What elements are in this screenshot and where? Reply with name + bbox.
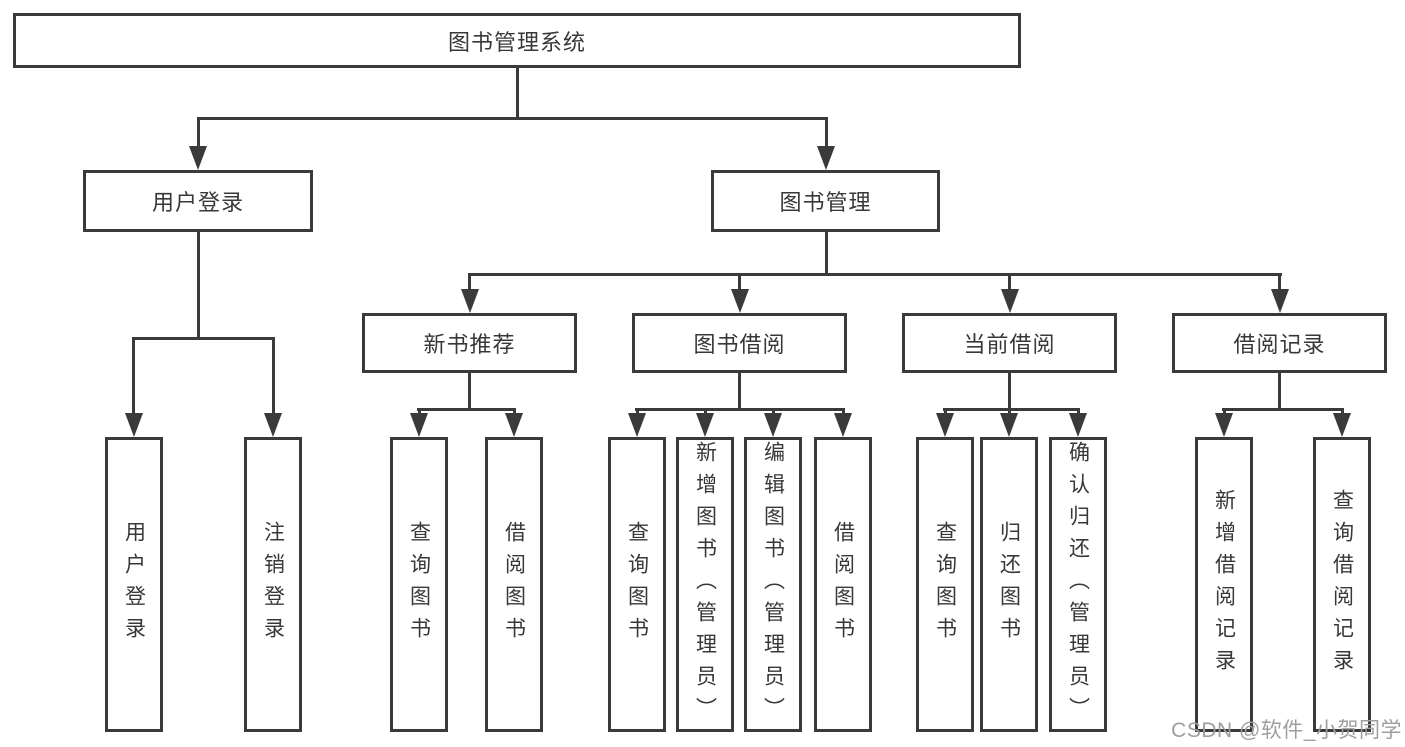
connector-newbooks-drop — [468, 273, 471, 293]
arrow-leaf-logout-icon — [264, 413, 282, 437]
connector-newbooks-leafrail — [417, 408, 516, 411]
node-borrow-records: 借阅记录 — [1172, 313, 1387, 373]
leaf-user-logout: 注销登录 — [244, 437, 302, 732]
arrow-leaf-cb-return-icon — [1000, 413, 1018, 437]
leaf-user-login: 用户登录 — [105, 437, 163, 732]
node-borrow-records-label: 借阅记录 — [1233, 332, 1326, 357]
connector-bookmgmt-stem — [825, 232, 828, 273]
connector-currentborrow-drop — [1008, 273, 1011, 293]
leaf-currentborrow-return-label: 归还图书 — [997, 520, 1021, 649]
arrow-newbooks-icon — [461, 289, 479, 313]
node-user-login: 用户登录 — [83, 170, 313, 232]
arrow-leaf-bb-query-icon — [628, 413, 646, 437]
leaf-bookborrow-borrow-label: 借阅图书 — [831, 520, 855, 649]
arrow-leaf-cb-query-icon — [936, 413, 954, 437]
connector-bookmgmt-drop — [825, 117, 828, 150]
connector-userlogin-stem — [197, 232, 200, 337]
arrow-userlogin-icon — [189, 146, 207, 170]
leaf-user-logout-label: 注销登录 — [261, 520, 285, 649]
leaf-user-login-label: 用户登录 — [122, 520, 146, 649]
arrow-leaf-br-query-icon — [1333, 413, 1351, 437]
node-book-mgmt-label: 图书管理 — [779, 190, 872, 215]
leaf-records-add: 新增借阅记录 — [1195, 437, 1253, 732]
leaf-currentborrow-confirm: 确认归还（管理员） — [1049, 437, 1107, 732]
connector-bookborrow-drop — [738, 273, 741, 293]
arrow-borrowrecords-icon — [1271, 289, 1289, 313]
leaf-records-add-label: 新增借阅记录 — [1212, 488, 1236, 681]
node-current-borrow: 当前借阅 — [902, 313, 1117, 373]
leaf-bookborrow-borrow: 借阅图书 — [814, 437, 872, 732]
arrow-leaf-nb-borrow-icon — [505, 413, 523, 437]
arrow-leaf-bb-add-icon — [696, 413, 714, 437]
node-book-borrow: 图书借阅 — [632, 313, 847, 373]
arrow-leaf-cb-confirm-icon — [1069, 413, 1087, 437]
connector-borrowrecords-drop — [1278, 273, 1281, 293]
connector-currentborrow-stem — [1008, 373, 1011, 408]
connector-bookborrow-leafrail — [635, 408, 844, 411]
connector-bookborrow-stem — [738, 373, 741, 408]
node-book-borrow-label: 图书借阅 — [693, 332, 786, 357]
leaf-currentborrow-return: 归还图书 — [980, 437, 1038, 732]
leaf-bookborrow-edit-label: 编辑图书（管理员） — [761, 440, 785, 729]
leaf-newbooks-borrow-label: 借阅图书 — [502, 520, 526, 649]
leaf-records-query-label: 查询借阅记录 — [1330, 488, 1354, 681]
connector-currentborrow-leafrail — [943, 408, 1079, 411]
leaf-currentborrow-query-label: 查询图书 — [933, 520, 957, 649]
connector-userlogin-drop — [197, 117, 200, 150]
arrow-leaf-nb-query-icon — [410, 413, 428, 437]
node-new-books: 新书推荐 — [362, 313, 577, 373]
connector-newbooks-stem — [468, 373, 471, 408]
connector-borrowrecords-stem — [1278, 373, 1281, 408]
node-new-books-label: 新书推荐 — [423, 332, 516, 357]
leaf-newbooks-query-label: 查询图书 — [407, 520, 431, 649]
connector-leaf-logout-drop — [272, 337, 275, 417]
leaf-newbooks-borrow: 借阅图书 — [485, 437, 543, 732]
connector-borrowrecords-leafrail — [1222, 408, 1343, 411]
leaf-bookborrow-add-label: 新增图书（管理员） — [693, 440, 717, 729]
connector-userlogin-rail — [132, 337, 274, 340]
node-root-system-label: 图书管理系统 — [447, 29, 586, 55]
connector-root-stem — [516, 68, 519, 117]
leaf-records-query: 查询借阅记录 — [1313, 437, 1371, 732]
leaf-currentborrow-query: 查询图书 — [916, 437, 974, 732]
connector-level3-rail — [468, 273, 1282, 276]
arrow-currentborrow-icon — [1001, 289, 1019, 313]
node-current-borrow-label: 当前借阅 — [963, 332, 1056, 357]
leaf-bookborrow-edit: 编辑图书（管理员） — [744, 437, 802, 732]
node-user-login-label: 用户登录 — [151, 190, 244, 215]
leaf-bookborrow-add: 新增图书（管理员） — [676, 437, 734, 732]
csdn-watermark: CSDN @软件_小贺同学 — [1171, 719, 1402, 742]
leaf-currentborrow-confirm-label: 确认归还（管理员） — [1066, 440, 1090, 729]
arrow-leaf-bb-borrow-icon — [834, 413, 852, 437]
leaf-bookborrow-query: 查询图书 — [608, 437, 666, 732]
arrow-bookmgmt-icon — [817, 146, 835, 170]
connector-leaf-login-drop — [132, 337, 135, 417]
arrow-leaf-bb-edit-icon — [764, 413, 782, 437]
arrow-bookborrow-icon — [731, 289, 749, 313]
leaf-bookborrow-query-label: 查询图书 — [625, 520, 649, 649]
node-root-system: 图书管理系统 — [13, 13, 1021, 68]
node-book-mgmt: 图书管理 — [711, 170, 940, 232]
arrow-leaf-login-icon — [125, 413, 143, 437]
connector-level2-rail — [197, 117, 828, 120]
leaf-newbooks-query: 查询图书 — [390, 437, 448, 732]
arrow-leaf-br-add-icon — [1215, 413, 1233, 437]
